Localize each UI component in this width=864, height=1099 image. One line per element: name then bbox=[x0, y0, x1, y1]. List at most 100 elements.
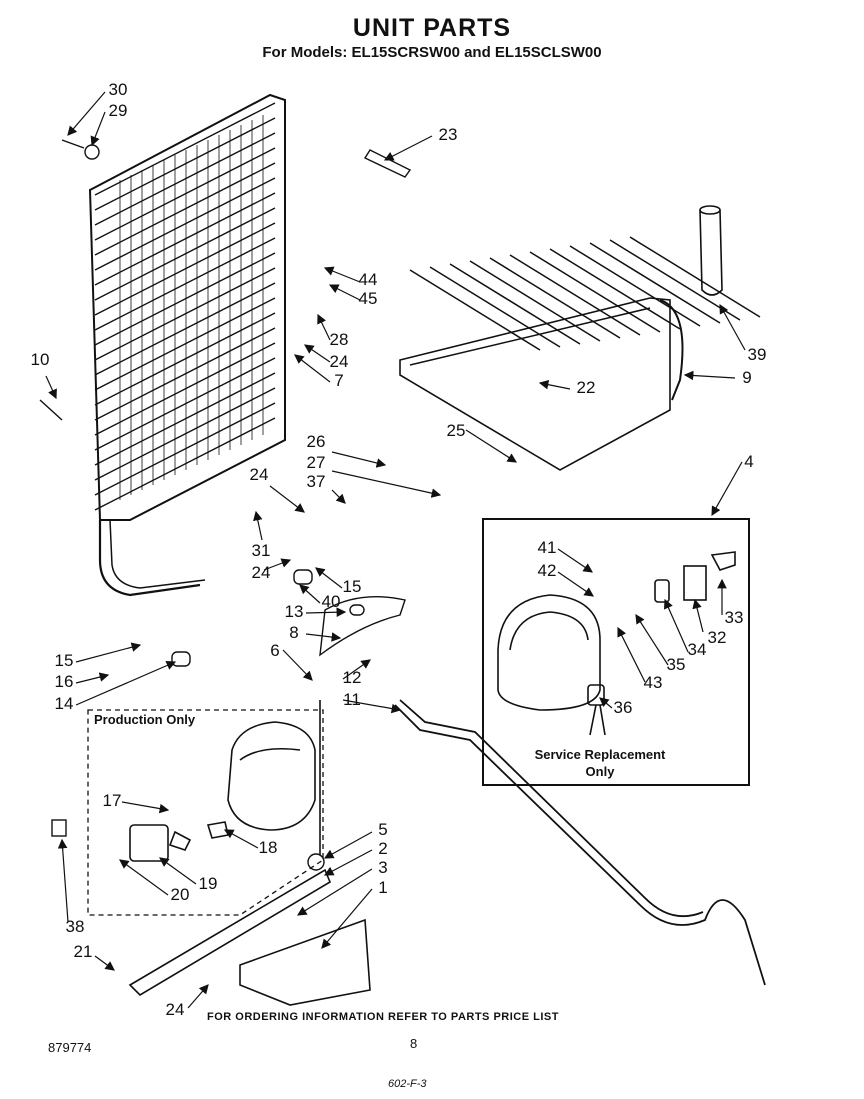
leader-line bbox=[599, 697, 613, 709]
leader-line bbox=[342, 699, 402, 714]
callout-23: 23 bbox=[439, 125, 458, 144]
model-subtitle: For Models: EL15SCRSW00 and EL15SCLSW00 bbox=[262, 44, 602, 61]
leader-line bbox=[635, 613, 669, 666]
leader-line bbox=[617, 626, 646, 683]
callout-3: 3 bbox=[378, 858, 387, 877]
callout-6: 6 bbox=[270, 641, 279, 660]
condenser-coil bbox=[88, 93, 286, 597]
callout-21: 21 bbox=[74, 942, 93, 961]
callout-9: 9 bbox=[742, 368, 751, 387]
leader-line bbox=[331, 489, 346, 504]
leader-line bbox=[253, 510, 263, 541]
leader-line bbox=[328, 284, 361, 301]
callout-15: 15 bbox=[343, 577, 362, 596]
leader-line bbox=[342, 659, 371, 680]
callout-41: 41 bbox=[538, 538, 557, 557]
callout-16: 16 bbox=[55, 672, 74, 691]
leader-line bbox=[75, 642, 142, 663]
leader-line bbox=[90, 111, 106, 147]
callout-24: 24 bbox=[250, 465, 269, 484]
leader-line bbox=[223, 829, 259, 849]
callout-32: 32 bbox=[708, 628, 727, 647]
leader-line bbox=[719, 303, 746, 351]
leader-line bbox=[75, 672, 110, 684]
callout-5: 5 bbox=[378, 820, 387, 839]
service-box-label-2: Only bbox=[586, 764, 616, 779]
leader-line bbox=[296, 868, 373, 916]
callout-1: 1 bbox=[378, 878, 387, 897]
tube-part bbox=[699, 205, 723, 296]
callout-42: 42 bbox=[538, 561, 557, 580]
leader-line bbox=[315, 567, 343, 589]
callout-37: 37 bbox=[307, 472, 326, 491]
leader-line bbox=[305, 607, 347, 618]
callout-39: 39 bbox=[748, 345, 767, 364]
callout-17: 17 bbox=[103, 791, 122, 810]
callout-14: 14 bbox=[55, 694, 74, 713]
leader-line bbox=[57, 838, 69, 923]
leader-line bbox=[282, 649, 313, 681]
callout-26: 26 bbox=[307, 432, 326, 451]
callout-8: 8 bbox=[289, 623, 298, 642]
callout-35: 35 bbox=[667, 655, 686, 674]
evaporator-coil bbox=[399, 236, 761, 471]
small-parts bbox=[39, 139, 412, 871]
callout-44: 44 bbox=[359, 270, 378, 289]
callout-36: 36 bbox=[614, 698, 633, 717]
service-replacement-box: Service Replacement Only bbox=[482, 518, 750, 786]
leader-line bbox=[683, 370, 736, 381]
capillary-tube bbox=[394, 699, 766, 986]
leader-line bbox=[187, 984, 209, 1009]
callout-13: 13 bbox=[285, 602, 304, 621]
leader-line bbox=[304, 344, 331, 363]
leader-line bbox=[323, 831, 373, 859]
leader-line bbox=[299, 584, 321, 604]
document-number: 879774 bbox=[48, 1040, 92, 1055]
leader-line bbox=[294, 354, 331, 383]
leader-line bbox=[305, 632, 342, 642]
callout-15: 15 bbox=[55, 651, 74, 670]
handwritten-note: 602-F-3 bbox=[388, 1078, 427, 1090]
callout-30: 30 bbox=[109, 80, 128, 99]
service-box-label-1: Service Replacement bbox=[535, 747, 666, 762]
leader-line bbox=[45, 375, 57, 400]
leader-line bbox=[331, 451, 387, 468]
leader-line bbox=[317, 313, 331, 341]
leader-line bbox=[119, 859, 169, 896]
page-number: 8 bbox=[410, 1036, 418, 1051]
leader-line bbox=[67, 91, 106, 136]
callout-24: 24 bbox=[252, 563, 271, 582]
callout-43: 43 bbox=[644, 673, 663, 692]
leader-line bbox=[557, 548, 593, 573]
callout-24: 24 bbox=[330, 352, 349, 371]
callout-28: 28 bbox=[330, 330, 349, 349]
leader-line bbox=[263, 558, 292, 571]
leader-line bbox=[711, 461, 743, 517]
callout-38: 38 bbox=[66, 917, 85, 936]
ordering-note: FOR ORDERING INFORMATION REFER TO PARTS … bbox=[207, 1011, 559, 1023]
callout-27: 27 bbox=[307, 453, 326, 472]
callout-4: 4 bbox=[744, 452, 753, 471]
callout-29: 29 bbox=[109, 101, 128, 120]
leader-line bbox=[321, 888, 373, 949]
callout-24: 24 bbox=[166, 1000, 185, 1019]
leader-line bbox=[664, 598, 689, 653]
callout-40: 40 bbox=[322, 592, 341, 611]
leader-line bbox=[557, 571, 594, 597]
callout-2: 2 bbox=[378, 839, 387, 858]
leader-line bbox=[323, 849, 373, 876]
callout-10: 10 bbox=[31, 350, 50, 369]
leader-lines bbox=[45, 91, 746, 1009]
callout-33: 33 bbox=[725, 608, 744, 627]
leader-line bbox=[692, 598, 704, 633]
callout-18: 18 bbox=[259, 838, 278, 857]
callout-31: 31 bbox=[252, 541, 271, 560]
leader-line bbox=[75, 660, 177, 706]
production-box-label: Production Only bbox=[94, 712, 196, 727]
callout-34: 34 bbox=[688, 640, 707, 659]
callout-12: 12 bbox=[343, 668, 362, 687]
leader-line bbox=[465, 429, 518, 463]
leader-line bbox=[383, 135, 433, 161]
